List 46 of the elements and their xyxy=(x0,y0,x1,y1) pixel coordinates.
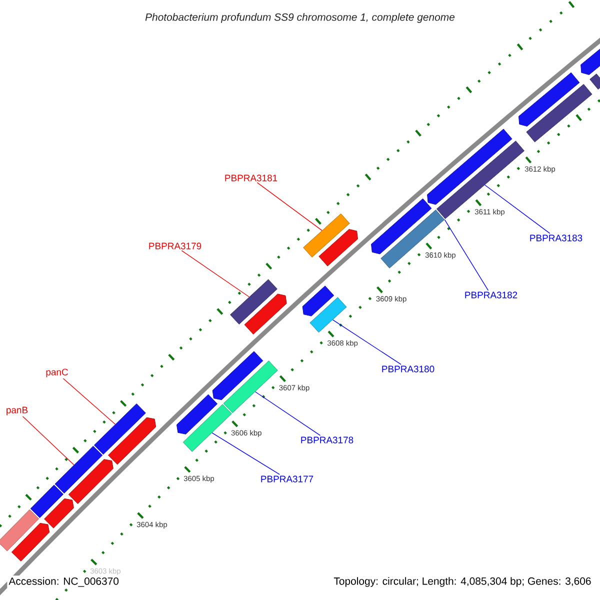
accession-text: Accession: NC_006370 xyxy=(7,576,120,588)
gene-block xyxy=(590,74,600,90)
gene-block xyxy=(68,459,114,504)
leader-line xyxy=(332,319,402,365)
gene-block xyxy=(244,294,287,334)
gene-block xyxy=(0,509,40,552)
gene-block xyxy=(11,522,50,562)
leader-line xyxy=(181,250,250,298)
gene-block xyxy=(44,498,74,528)
gene-block xyxy=(303,213,350,258)
gene-label: PBPRA3180 xyxy=(382,366,434,372)
title: Photobacterium profundum SS9 chromosome 1, complete genome xyxy=(145,13,455,23)
gene-block xyxy=(310,297,347,333)
gene-block xyxy=(94,403,146,455)
gene-block xyxy=(580,48,600,75)
leader-line xyxy=(444,219,489,291)
gene-block xyxy=(230,279,278,324)
leader-line xyxy=(256,182,322,231)
gene-label: PBPRA3181 xyxy=(225,174,278,182)
gene-label: panC xyxy=(46,368,68,378)
gene-block xyxy=(380,210,445,268)
leader-line xyxy=(212,432,280,475)
gene-label: panB xyxy=(6,406,28,416)
gene-block xyxy=(518,72,580,127)
leader-line xyxy=(62,378,116,425)
gene-block xyxy=(30,484,64,518)
summary-text: Topology: circular; Length: 4,085,304 bp; Genes: 3,606 xyxy=(332,576,593,588)
gene-block xyxy=(526,84,592,142)
gene-label: PBPRA3183 xyxy=(530,234,582,242)
gene-block xyxy=(182,404,232,452)
gene-label: PBPRA3179 xyxy=(149,242,202,250)
gene-block xyxy=(212,351,264,400)
gene-block xyxy=(223,360,278,414)
gene-block xyxy=(54,446,103,494)
leader-line xyxy=(254,391,321,436)
gene-block xyxy=(318,229,358,266)
gene-block xyxy=(108,417,156,465)
gene-label: PBPRA3182 xyxy=(465,292,518,298)
gene-block xyxy=(427,128,512,205)
gene-block xyxy=(436,140,524,220)
gene-block xyxy=(302,286,334,316)
gene-label: PBPRA3177 xyxy=(261,476,314,482)
gene-label: PBPRA3178 xyxy=(301,436,354,444)
leader-line xyxy=(22,416,74,466)
leader-line xyxy=(484,184,550,234)
gene-block xyxy=(176,394,218,434)
